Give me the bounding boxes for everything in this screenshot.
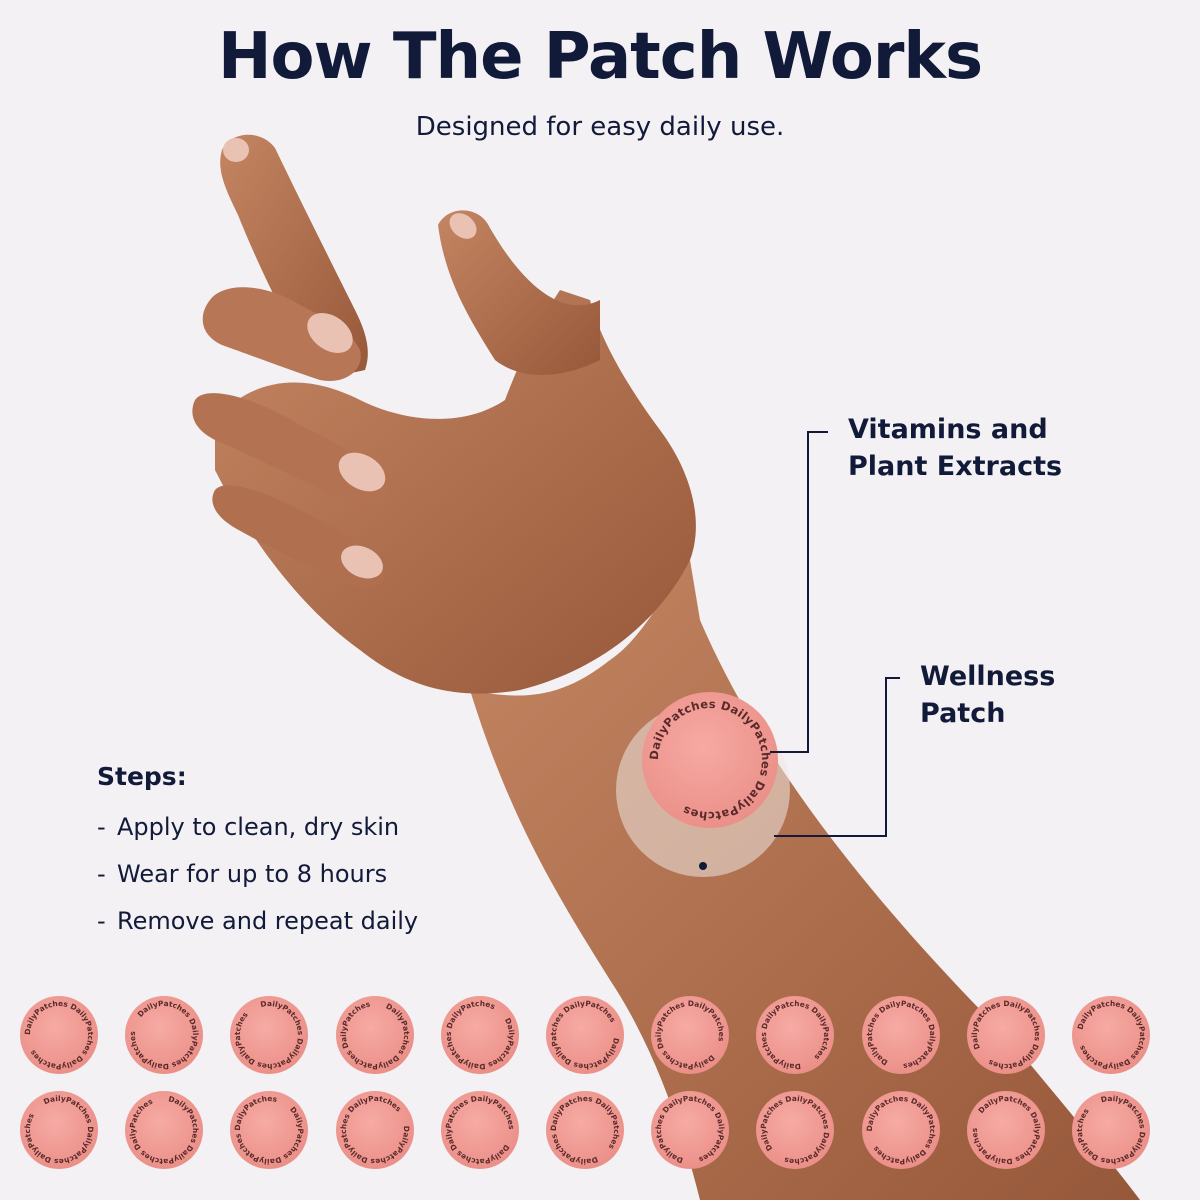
mini-patch: DailyPatches DailyPatches DailyPatches [966,995,1046,1075]
mini-patch: DailyPatches DailyPatches DailyPatches [650,995,730,1075]
mini-patch: DailyPatches DailyPatches DailyPatches [124,995,204,1075]
vitamins-callout-line1: Vitamins and [848,414,1048,445]
vitamins-callout-line2: Plant Extracts [848,451,1063,482]
wellness-callout-line1: Wellness [920,661,1056,692]
mini-patch: DailyPatches DailyPatches DailyPatches [19,1090,99,1170]
steps-heading: Steps: [97,762,187,791]
patch-row: DailyPatches DailyPatches DailyPatches Da… [19,995,1179,1075]
step-text: Remove and repeat daily [117,907,419,935]
nail [449,213,477,239]
ring-finger [192,393,389,505]
patch-center-dot [699,862,707,870]
mini-patch: DailyPatches DailyPatches DailyPatches [1071,995,1151,1075]
step-item: -Remove and repeat daily [97,907,419,935]
mini-patch: DailyPatches DailyPatches DailyPatches [755,1090,835,1170]
vitamins-callout: Vitamins and Plant Extracts [848,411,1062,485]
nail [338,452,386,492]
mini-patch: DailyPatches DailyPatches DailyPatches [335,995,415,1075]
step-item: -Apply to clean, dry skin [97,813,400,841]
mini-patch: DailyPatches DailyPatches DailyPatches [20,996,98,1074]
mini-patch: DailyPatches DailyPatches DailyPatches [440,995,520,1075]
wellness-callout-line2: Patch [920,698,1006,729]
step-text: Wear for up to 8 hours [117,860,388,888]
wellness-patch [642,692,778,828]
page-subtitle: Designed for easy daily use. [415,112,785,142]
steps-section: Steps: -Apply to clean, dry skin -Wear f… [97,762,418,954]
mini-patch: DailyPatches DailyPatches DailyPatches [546,996,624,1074]
mini-patch: DailyPatches DailyPatches DailyPatches [335,1090,415,1170]
mini-patch: DailyPatches DailyPatches DailyPatches [229,1090,309,1170]
middle-finger [202,287,361,381]
step-text: Apply to clean, dry skin [117,813,400,841]
nail [341,545,383,579]
mini-patch: DailyPatches DailyPatches DailyPatches [124,1090,204,1170]
mini-patch: DailyPatches DailyPatches DailyPatches [650,1090,730,1170]
page-title: How The Patch Works [217,20,983,94]
wellness-callout: Wellness Patch [920,658,1055,732]
patch-row: DailyPatches DailyPatches DailyPatches Da… [19,1090,1179,1170]
palm [215,290,696,694]
vitamins-callout-line [770,431,828,753]
mini-patch: DailyPatches DailyPatches DailyPatches [1071,1090,1151,1170]
mini-patch: DailyPatches DailyPatches DailyPatches [440,1090,520,1170]
nail [223,138,249,162]
nail [307,313,353,353]
mini-patch: DailyPatches DailyPatches DailyPatches [755,995,835,1075]
mini-patch: DailyPatches DailyPatches DailyPatches [861,995,941,1075]
step-item: -Wear for up to 8 hours [97,860,388,888]
thumb [438,210,600,375]
mini-patch: DailyPatches DailyPatches DailyPatches [545,1090,625,1170]
mini-patch: DailyPatches DailyPatches DailyPatches [861,1091,940,1169]
mini-patch: DailyPatches DailyPatches DailyPatches [229,995,309,1075]
wellness-callout-line [774,677,900,837]
mini-patch: DailyPatches DailyPatches DailyPatches [966,1090,1046,1170]
